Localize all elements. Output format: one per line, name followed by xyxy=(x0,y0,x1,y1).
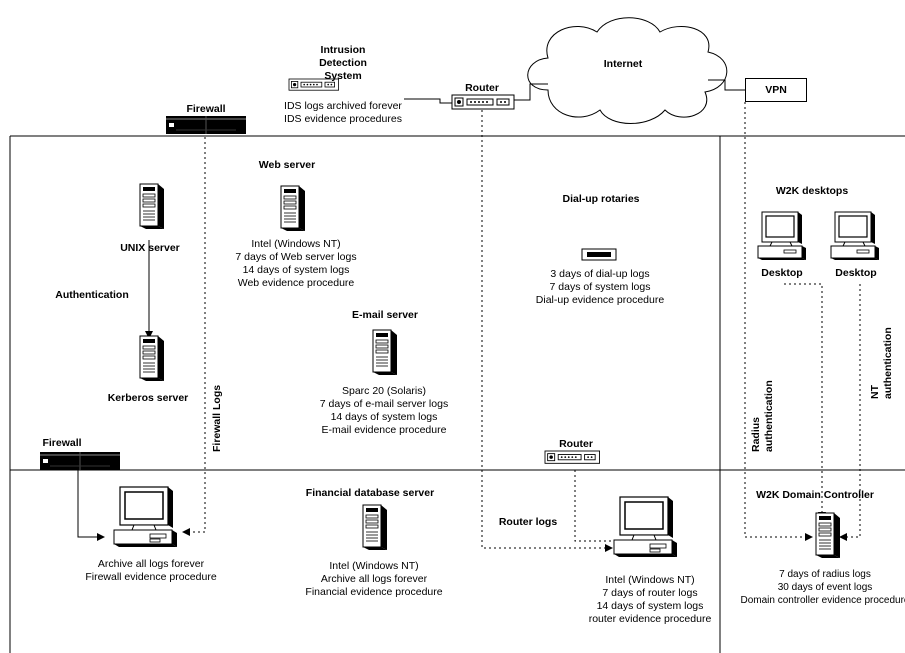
email-notes: Sparc 20 (Solaris) 7 days of e-mail serv… xyxy=(319,385,449,436)
router-log-pc xyxy=(613,496,678,558)
radius-authentication-label: Radius authentication xyxy=(750,380,775,452)
financial-db-tower xyxy=(362,504,388,551)
firewall-bottom-device xyxy=(39,451,121,471)
kerberos-server-label: Kerberos server xyxy=(107,392,189,404)
web-server-tower xyxy=(280,185,306,232)
desktop-1-device xyxy=(757,211,807,261)
kerberos-server-tower xyxy=(139,335,165,382)
router-top-device xyxy=(451,94,515,110)
dialup-label: Dial-up rotaries xyxy=(562,193,640,205)
email-server-tower xyxy=(372,329,398,376)
w2k-desktops-label: W2K desktops xyxy=(775,185,849,197)
financial-db-label: Financial database server xyxy=(305,487,435,499)
archive-notes: Archive all logs forever Firewall eviden… xyxy=(85,558,217,583)
dialup-modem xyxy=(581,248,617,261)
ids-notes: IDS logs archived forever IDS evidence p… xyxy=(284,100,402,125)
internet-cloud xyxy=(527,17,728,124)
web-server-label: Web server xyxy=(258,159,316,171)
router-bottom-label: Router xyxy=(559,438,593,450)
router-bottom-device xyxy=(544,450,600,464)
region-borders xyxy=(9,135,905,653)
firewall-bottom-label: Firewall xyxy=(42,437,82,449)
web-notes: Intel (Windows NT) 7 days of Web server … xyxy=(235,238,357,289)
firewall-logs-label: Firewall Logs xyxy=(211,384,223,452)
financial-notes: Intel (Windows NT) Archive all logs fore… xyxy=(305,560,443,598)
vpn-box: VPN xyxy=(745,78,807,102)
internet-label: Internet xyxy=(603,58,643,70)
dialup-notes: 3 days of dial-up logs 7 days of system … xyxy=(535,268,665,306)
desktop-2-label: Desktop xyxy=(835,267,877,279)
desktop-1-label: Desktop xyxy=(761,267,803,279)
router-top-label: Router xyxy=(465,82,499,94)
domain-controller-label: W2K Domain Controller xyxy=(756,489,874,501)
dc-notes: 7 days of radius logs 30 days of event l… xyxy=(740,569,905,606)
archive-pc xyxy=(113,486,178,548)
domain-controller-tower xyxy=(815,512,841,559)
solid-connections xyxy=(77,79,745,541)
desktop-2-device xyxy=(830,211,880,261)
unix-server-tower xyxy=(139,183,165,230)
unix-server-label: UNIX server xyxy=(120,242,180,254)
email-server-label: E-mail server xyxy=(352,309,418,321)
router-pc-notes: Intel (Windows NT) 7 days of router logs… xyxy=(588,574,712,625)
dotted-connections xyxy=(182,102,861,552)
firewall-top-label: Firewall xyxy=(186,103,226,115)
authentication-label: Authentication xyxy=(55,289,129,301)
firewall-top-device xyxy=(165,115,247,135)
ids-label: Intrusion Detection System xyxy=(319,44,367,82)
router-logs-label: Router logs xyxy=(498,516,558,528)
nt-authentication-label: NT authentication xyxy=(869,327,894,399)
